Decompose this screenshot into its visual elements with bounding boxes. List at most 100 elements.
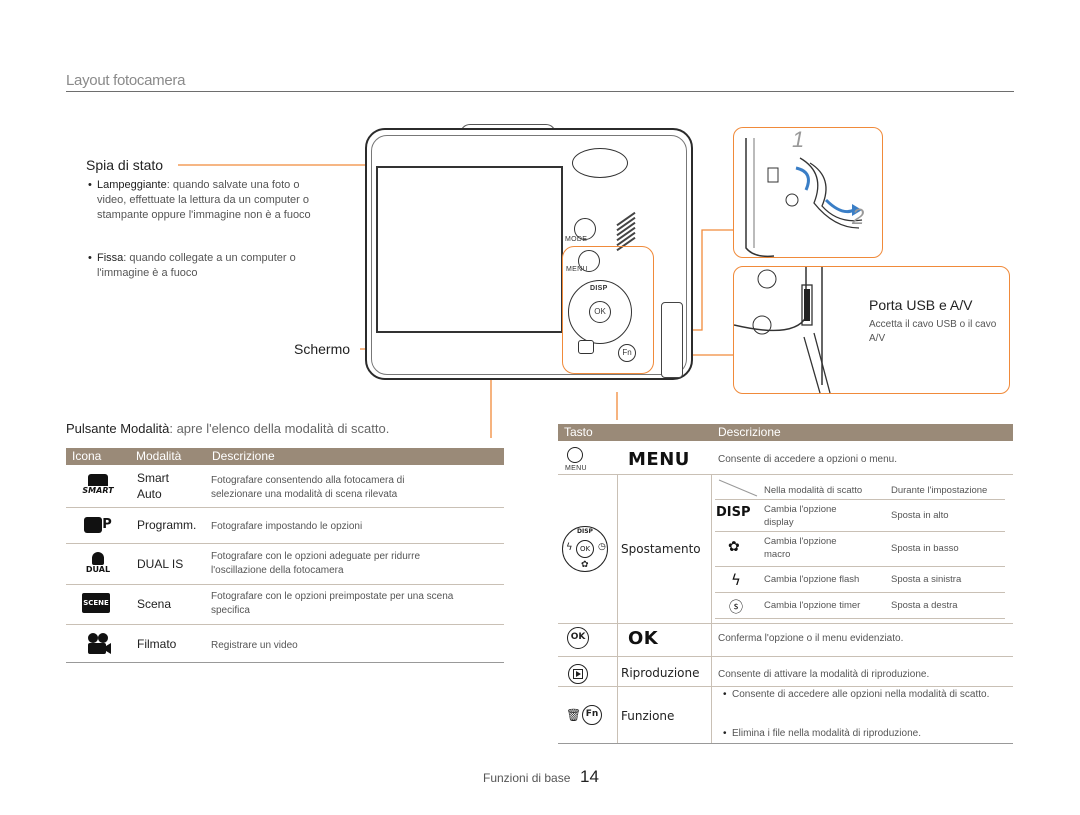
- smart-auto-icon: SMART: [82, 474, 114, 500]
- row-divider: [66, 543, 504, 544]
- nav-row-macro-setting: Sposta in basso: [891, 543, 959, 554]
- key-table-header-desc: Descrizione: [718, 425, 781, 439]
- nav-ring-macro-icon: ✿: [581, 560, 589, 570]
- row-divider: [558, 686, 1013, 687]
- table-bottom-rule: [558, 743, 1013, 744]
- title-divider: [66, 91, 1014, 92]
- column-divider: [617, 474, 618, 743]
- sub-header-setting: Durante l'impostazione: [891, 485, 988, 496]
- usb-detail-box: [733, 266, 1010, 394]
- mode-table-header: Icona Modalità Descrizione: [66, 448, 504, 465]
- strap-detail-box: [733, 127, 883, 258]
- row-divider: [66, 624, 504, 625]
- row-divider: [715, 566, 1005, 567]
- row-divider: [715, 618, 1005, 619]
- nav-row-timer-setting: Sposta a destra: [891, 600, 958, 611]
- usb-port-illustration: [733, 267, 831, 394]
- key-table-header-key: Tasto: [564, 425, 593, 439]
- mode-row-dual-is-label: DUAL IS: [137, 557, 184, 571]
- mode-row-smart-auto-desc: Fotografare consentendo alla fotocamera …: [211, 475, 405, 500]
- screen-label: Schermo: [294, 341, 351, 357]
- playback-label: Riproduzione: [621, 666, 700, 680]
- row-divider: [715, 499, 1005, 500]
- footer-section: Funzioni di base: [483, 771, 571, 785]
- mode-table-header-mode: Modalità: [136, 449, 182, 463]
- macro-icon: ✿: [728, 538, 740, 554]
- nav-row-disp-shoot: Cambia l'opzione display: [764, 504, 837, 528]
- usb-port-desc: Accetta il cavo USB o il cavo A/V: [869, 319, 997, 344]
- ok-key-icon: OK: [567, 627, 589, 649]
- movie-icon: [84, 632, 112, 656]
- disp-label: DISP: [590, 285, 608, 292]
- ok-button: OK: [589, 301, 611, 323]
- row-divider: [558, 623, 1013, 624]
- camera-screen: [376, 166, 563, 333]
- sub-table-diagonal: [718, 479, 758, 497]
- nav-row-flash-setting: Sposta a sinistra: [891, 574, 962, 585]
- row-divider: [66, 584, 504, 585]
- mode-row-movie-desc: Registrare un video: [211, 640, 298, 651]
- camera-body-inner: [371, 135, 687, 375]
- mode-row-dual-is-desc: Fotografare con le opzioni adeguate per …: [211, 551, 421, 576]
- camera-side-door: [661, 302, 683, 378]
- function-bullet-1: •Consente di accedere alle opzioni nella…: [723, 689, 990, 700]
- menu-key-small-label: MENU: [565, 465, 587, 472]
- strap-step-1: 1: [792, 127, 805, 152]
- flash-icon: ϟ: [731, 571, 741, 589]
- playback-key-icon: [568, 664, 588, 684]
- menu-key-label: MENU: [628, 449, 690, 470]
- dual-is-icon: DUAL: [82, 552, 114, 578]
- scene-icon: SCENE: [82, 593, 110, 613]
- column-divider: [711, 474, 712, 743]
- playback-desc: Consente di attivare la modalità di ripr…: [718, 669, 930, 680]
- disp-icon: DISP: [716, 505, 751, 520]
- table-bottom-rule: [66, 662, 504, 663]
- mode-table-header-desc: Descrizione: [212, 449, 275, 463]
- row-divider: [558, 656, 1013, 657]
- nav-ring-disp-icon: DISP: [577, 528, 593, 535]
- mode-button-label: MODE: [565, 236, 588, 243]
- mode-row-scene-label: Scena: [137, 597, 172, 611]
- nav-ring-timer-icon: ◷: [598, 542, 606, 552]
- timer-icon: ⓢ: [729, 600, 743, 616]
- program-icon: P: [82, 514, 114, 536]
- menu-key-desc: Consente di accedere a opzioni o menu.: [718, 454, 898, 465]
- function-label: Funzione: [621, 709, 675, 723]
- mode-button-text: : apre l'elenco della modalità di scatto…: [169, 421, 390, 436]
- function-bullet-2: •Elimina i file nella modalità di riprod…: [723, 728, 921, 739]
- mode-button-term: Pulsante Modalità: [66, 421, 170, 436]
- mode-row-program-label: Programm.: [137, 518, 197, 532]
- fn-button: Fn: [618, 344, 636, 362]
- mode-row-program-desc: Fotografare impostando le opzioni: [211, 521, 363, 532]
- row-divider: [66, 507, 504, 508]
- strap-illustration: [745, 138, 863, 258]
- mode-button-caption: Pulsante Modalità: apre l'elenco della m…: [66, 421, 389, 436]
- nav-ring-flash-icon: ϟ: [566, 542, 573, 553]
- mode-row-movie-label: Filmato: [137, 637, 177, 651]
- mode-table-header-icon: Icona: [72, 449, 102, 463]
- mode-button: [574, 218, 596, 240]
- nav-ring-icon: DISP OK ϟ ◷ ✿: [562, 526, 608, 572]
- fn-key-icon: Fn: [582, 705, 602, 725]
- status-lamp-bullet-2: •Fissa: quando collegate a un computer o…: [88, 252, 296, 279]
- menu-key-icon: [567, 447, 583, 463]
- row-divider: [715, 531, 1005, 532]
- key-table-header: Tasto Descrizione: [558, 424, 1013, 441]
- nav-ring-ok-icon: OK: [576, 540, 594, 558]
- playback-button-icon: [578, 340, 594, 354]
- page-title: Layout fotocamera: [66, 72, 186, 89]
- row-divider: [558, 474, 1013, 475]
- status-lamp-bullet-1: •Lampeggiante: quando salvate una foto o…: [88, 179, 311, 221]
- menu-button-label: MENU: [566, 266, 588, 273]
- delete-icon: 🗑: [566, 708, 582, 722]
- shutter-button: [572, 148, 628, 178]
- nav-row-flash-shoot: Cambia l'opzione flash: [764, 574, 860, 585]
- ok-key-desc: Conferma l'opzione o il menu evidenziato…: [718, 633, 904, 644]
- menu-button: [578, 250, 600, 272]
- nav-row-disp-setting: Sposta in alto: [891, 510, 949, 521]
- row-divider: [715, 592, 1005, 593]
- status-lamp-title: Spia di stato: [86, 157, 164, 173]
- usb-port-title: Porta USB e A/V: [869, 297, 973, 313]
- sub-header-shoot: Nella modalità di scatto: [764, 485, 863, 496]
- mode-row-scene-desc: Fotografare con le opzioni preimpostate …: [211, 591, 454, 616]
